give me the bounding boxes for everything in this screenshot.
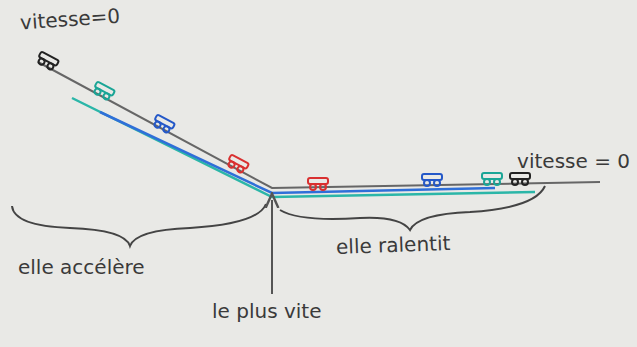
handwritten-label: elle accélère xyxy=(18,256,145,278)
handwritten-label: vitesse = 0 xyxy=(517,150,630,172)
handwritten-label: vitesse=0 xyxy=(19,5,120,34)
cart xyxy=(482,173,502,185)
cart xyxy=(226,154,249,174)
cart xyxy=(152,114,175,134)
track-line xyxy=(38,62,600,188)
cart xyxy=(510,173,530,185)
handwritten-label: elle ralentit xyxy=(336,232,451,258)
pointer-arrow xyxy=(271,200,273,294)
cart xyxy=(308,178,328,190)
cart xyxy=(422,174,442,186)
brace xyxy=(280,186,545,230)
cart xyxy=(92,81,115,101)
speed-line xyxy=(100,112,495,193)
handwritten-label: le plus vite xyxy=(212,300,321,322)
cart xyxy=(36,51,59,71)
brace xyxy=(12,204,266,246)
speed-line xyxy=(72,98,535,197)
